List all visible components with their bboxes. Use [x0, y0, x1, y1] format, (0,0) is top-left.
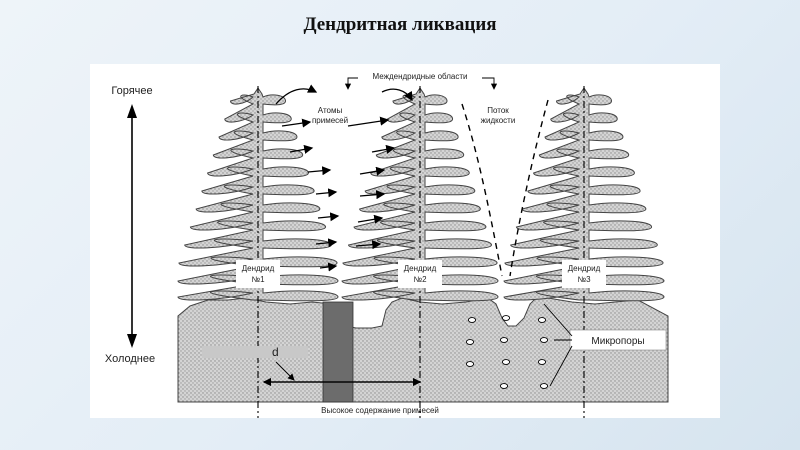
micropore	[467, 317, 477, 323]
impurity-arrow	[289, 144, 314, 154]
micropores-label: Микропоры	[591, 336, 644, 347]
micropores-pointer-1	[543, 303, 573, 337]
micropore	[501, 315, 511, 321]
micropore	[465, 339, 475, 345]
dendrite-3-label-line2: №3	[577, 275, 591, 284]
dendrite-2-label-box	[398, 260, 442, 288]
impurity-arrow	[307, 166, 332, 176]
diagram-panel: Дендрид №1 Дендрид №2 Дендрид №3 Горячее…	[90, 64, 720, 418]
micropore	[499, 383, 509, 389]
dendrite-2	[341, 86, 499, 418]
atoms-label-line2: примесей	[312, 116, 348, 125]
micropore	[539, 383, 549, 389]
micropore	[499, 337, 509, 343]
micropore	[501, 359, 511, 365]
hot-label: Горячее	[111, 85, 152, 97]
impurity-arrow	[281, 118, 312, 128]
impurity-arrow	[317, 212, 340, 222]
micropore	[465, 361, 475, 367]
high-impurity-label: Высокое содержание примесей	[321, 406, 439, 415]
atoms-label-line1: Атомы	[318, 106, 343, 115]
flow-line-right	[509, 99, 549, 277]
temperature-arrow-up	[127, 104, 137, 118]
d-label: d	[272, 345, 279, 359]
impurity-arrow	[315, 238, 338, 248]
impurity-arrow	[359, 190, 386, 200]
impurity-arrow	[371, 144, 396, 154]
solid-base	[177, 295, 669, 403]
dendrite-2-label-line2: №2	[413, 275, 427, 284]
flow-label-line1: Поток	[487, 106, 509, 115]
impurity-arrow	[319, 262, 338, 272]
impurity-arrow	[347, 116, 390, 127]
d-label-bar	[202, 346, 308, 358]
temperature-arrow-down	[127, 334, 137, 348]
high-impurity-zone	[322, 301, 354, 403]
cold-label: Холоднее	[105, 353, 155, 365]
impurity-arrow	[381, 88, 413, 102]
dendrite-2-label-line1: Дендрид	[404, 264, 437, 273]
micropores-pointer-3	[549, 345, 573, 387]
dendrite-3-label-box	[562, 260, 606, 288]
dendrite-1	[177, 86, 339, 418]
micropore	[537, 317, 547, 323]
interdendritic-arrow-right	[482, 77, 498, 90]
interdendritic-arrow-left	[344, 77, 358, 90]
impurity-arrow	[357, 214, 384, 224]
flow-label-line2: жидкости	[481, 116, 516, 125]
interdendritic-label: Междендридные области	[372, 72, 467, 81]
dendrite-1-label-line1: Дендрид	[242, 264, 275, 273]
micropore	[537, 359, 547, 365]
dendritic-segregation-diagram: Дендрид №1 Дендрид №2 Дендрид №3 Горячее…	[105, 72, 669, 418]
impurity-arrow	[355, 240, 382, 250]
impurity-arrows	[275, 84, 413, 272]
dendrite-1-label-box	[236, 260, 280, 288]
impurity-arrow	[315, 188, 338, 198]
micropore	[539, 337, 549, 343]
dendrite-1-label-line2: №1	[251, 275, 265, 284]
impurity-arrow	[359, 166, 386, 176]
slide-title: Дендритная ликвация	[303, 14, 497, 35]
impurity-arrow	[275, 84, 318, 105]
micropores-group	[465, 315, 549, 389]
dendrite-3-label-line1: Дендрид	[568, 264, 601, 273]
d-pointer-arrow	[275, 361, 295, 381]
flow-line-left	[461, 103, 503, 277]
dendrite-3	[503, 86, 665, 418]
